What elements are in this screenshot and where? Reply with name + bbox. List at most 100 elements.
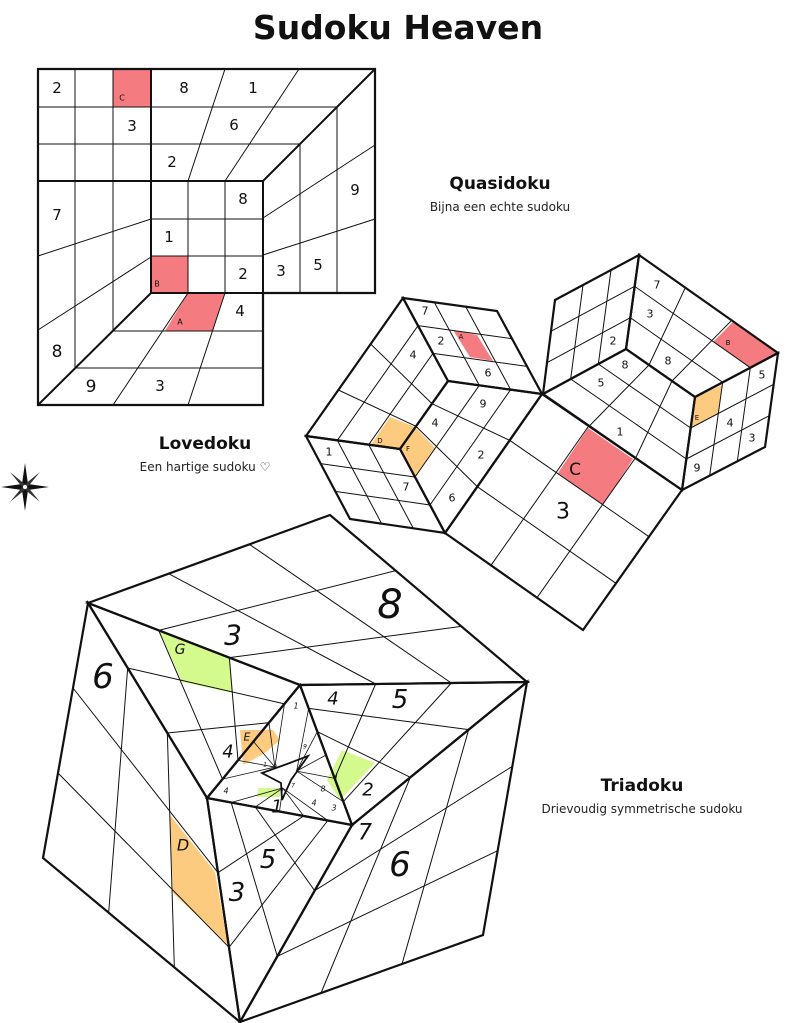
quasidoku-caption: Quasidoku Bijna een echte sudoku: [380, 174, 620, 214]
grid-line: [431, 403, 511, 441]
grid-line: [253, 741, 276, 768]
grid-line: [334, 490, 431, 506]
highlight-cell-d: [370, 417, 415, 449]
quasidoku-title: Quasidoku: [449, 174, 551, 194]
grid-line: [690, 383, 775, 429]
grid-line: [308, 707, 470, 731]
given-digit: 1: [293, 702, 298, 711]
triadoku-face-top: [84, 513, 530, 687]
grid-line: [536, 457, 636, 599]
given-digit: 4: [327, 689, 338, 710]
cell-mark-label: B: [154, 280, 160, 289]
grid-line: [597, 363, 692, 429]
lovedoku-face: [304, 295, 450, 451]
highlight-cell-c: [558, 428, 633, 505]
grid-line: [248, 543, 452, 684]
grid-line: [72, 687, 219, 874]
grid-line: [112, 292, 189, 406]
highlight-cell-a: [165, 293, 225, 331]
grid-line: [187, 68, 226, 182]
grid-line: [254, 806, 316, 892]
grid-line: [296, 770, 344, 803]
grid-line: [230, 802, 278, 957]
grid-line: [158, 570, 397, 631]
grid-line: [401, 729, 470, 965]
grid-line: [370, 343, 433, 405]
grid-line: [597, 269, 612, 365]
given-digit: 6: [449, 492, 456, 505]
given-digit: 2: [610, 335, 617, 348]
given-digit: 5: [392, 685, 409, 715]
grid-line: [432, 352, 528, 367]
given-digit: 6: [92, 657, 114, 697]
grid-line: [417, 325, 513, 340]
given-digit: 9: [86, 377, 97, 397]
grid-line: [509, 439, 650, 538]
given-digit: 1: [617, 426, 624, 439]
highlight-cell-d: [170, 815, 228, 945]
grid-line: [37, 292, 152, 406]
given-digit: 3: [229, 878, 246, 908]
grid-line: [648, 287, 686, 366]
cell-mark-label: E: [244, 731, 251, 744]
page-title: Sudoku Heaven: [252, 8, 544, 47]
grid-line: [685, 415, 770, 460]
grid-line: [296, 707, 310, 772]
cell-mark-label: A: [459, 333, 464, 341]
grid-line: [336, 325, 419, 441]
given-digit: 1: [164, 228, 174, 246]
given-digit: 8: [377, 582, 402, 628]
grid-line: [37, 218, 152, 257]
grid-line: [490, 425, 590, 566]
grid-line: [237, 759, 276, 768]
grid-line: [320, 463, 416, 478]
cell-mark-label: C: [569, 460, 581, 480]
grid-line: [108, 667, 129, 914]
given-digit: 7: [52, 206, 62, 224]
grid-line: [709, 381, 724, 477]
grid-line: [228, 657, 239, 761]
given-digit: 5: [598, 377, 605, 390]
grid-line: [262, 68, 376, 182]
grid-line: [158, 629, 223, 780]
given-digit: 7: [358, 821, 372, 846]
given-digit: 3: [749, 432, 756, 445]
grid-line: [230, 787, 284, 803]
given-digit: 3: [155, 377, 165, 395]
grid-line: [228, 625, 462, 659]
grid-line: [334, 683, 377, 779]
grid-line: [368, 444, 414, 529]
given-digit: 1: [326, 446, 333, 459]
compass-star-icon: [1, 463, 49, 511]
lovedoku-subtitle: Een hartige sudoku ♡: [139, 460, 271, 474]
grid-line: [228, 820, 329, 948]
grid-line: [254, 787, 284, 808]
triadoku-center: [204, 682, 354, 827]
grid-line: [187, 292, 226, 406]
given-digit: 3: [276, 262, 286, 280]
given-digit: 9: [273, 764, 277, 771]
grid-line: [314, 765, 513, 892]
cell-mark-label: D: [377, 437, 382, 445]
given-digit: 3: [556, 500, 570, 525]
grid-line: [320, 776, 411, 994]
grid-line: [588, 364, 650, 427]
given-digit: 2: [52, 79, 62, 97]
given-digit: 1: [263, 762, 267, 769]
given-digit: 7: [654, 279, 661, 292]
grid-line: [415, 425, 478, 488]
given-digit: 8: [238, 190, 248, 208]
cell-mark-label: A: [177, 318, 183, 327]
grid-line: [465, 306, 512, 391]
given-digit: 7: [291, 783, 295, 790]
given-digit: 9: [350, 181, 360, 199]
triadoku-title: Triadoku: [600, 776, 684, 796]
given-digit: 4: [311, 799, 316, 808]
grid-line: [296, 754, 327, 772]
given-digit: 4: [410, 349, 417, 362]
grid-line: [629, 317, 724, 383]
grid-line: [262, 218, 376, 256]
grid-line: [37, 256, 152, 331]
given-digit: 5: [313, 256, 323, 274]
